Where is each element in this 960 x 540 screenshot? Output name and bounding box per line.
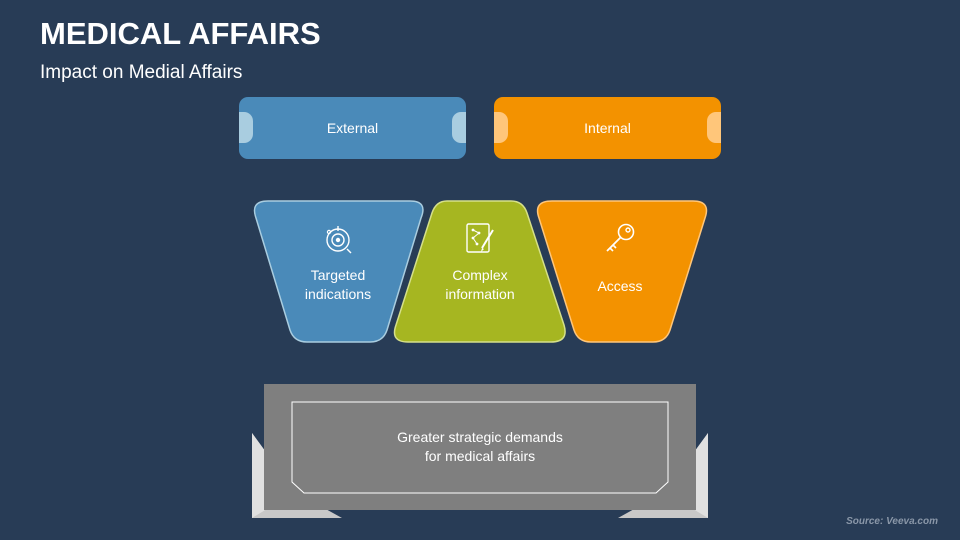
targeted-indications-label: Targeted indications xyxy=(263,266,413,304)
complex-information-label: Complex information xyxy=(405,266,555,304)
complex-information-line1: Complex xyxy=(452,267,508,283)
internal-tag-left-notch xyxy=(494,112,508,143)
internal-tag-label: Internal xyxy=(584,120,631,136)
banner-body xyxy=(264,384,696,510)
external-tag-right-notch xyxy=(452,112,466,143)
banner-line2: for medical affairs xyxy=(424,448,536,464)
key-icon xyxy=(606,223,635,252)
targeted-indications-shape xyxy=(253,200,424,343)
targeted-indications-line2: indications xyxy=(304,286,372,302)
access-line1: Access xyxy=(597,278,643,294)
internal-tag-right-notch xyxy=(707,112,721,143)
access-label: Access xyxy=(545,277,695,296)
internal-tag: Internal xyxy=(494,97,721,159)
document-pen-icon xyxy=(466,223,494,253)
banner-text: Greater strategic demands for medical af… xyxy=(292,428,668,466)
external-tag: External xyxy=(239,97,466,159)
source-note: Source: Veeva.com xyxy=(846,516,938,527)
slide-title: MEDICAL AFFAIRS xyxy=(40,16,321,51)
banner-inner-frame xyxy=(291,401,669,494)
target-icon xyxy=(326,226,352,254)
complex-information-shape xyxy=(393,200,566,343)
slide-subtitle: Impact on Medial Affairs xyxy=(40,62,243,83)
access-shape xyxy=(536,200,708,343)
complex-information-line2: information xyxy=(445,286,515,302)
external-tag-label: External xyxy=(326,120,379,136)
banner-line1: Greater strategic demands xyxy=(397,429,563,445)
targeted-indications-line1: Targeted xyxy=(310,267,366,283)
external-tag-left-notch xyxy=(239,112,253,143)
